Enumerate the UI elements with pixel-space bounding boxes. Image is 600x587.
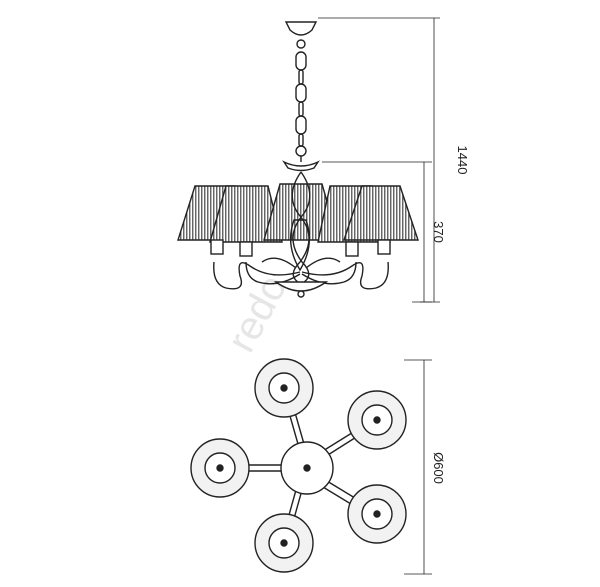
bottom-bowl: [273, 281, 329, 298]
side-view: [177, 21, 419, 298]
dimension-body-height: 370: [431, 221, 446, 243]
shade-far-right: [343, 185, 419, 241]
cup-left: [190, 438, 250, 498]
top-view: [190, 358, 407, 573]
shade-left: [209, 185, 283, 243]
dimension-total-height: 1440: [455, 146, 470, 175]
curved-arms: [213, 257, 389, 290]
suspension-chain: [295, 51, 307, 157]
ceiling-canopy: [284, 21, 318, 49]
central-twisted-stem: [289, 171, 311, 285]
candle-sockets: [210, 239, 391, 257]
top-view-center-hub: [280, 441, 334, 495]
cup-bottom-right: [347, 484, 407, 544]
top-view-cups: [190, 358, 407, 573]
body-top-plate: [282, 156, 320, 172]
cup-right: [347, 390, 407, 450]
cup-top: [254, 358, 314, 418]
cup-bottom: [254, 513, 314, 573]
dimension-diameter: Ø600: [431, 452, 446, 484]
dimension-lines: [318, 17, 440, 575]
